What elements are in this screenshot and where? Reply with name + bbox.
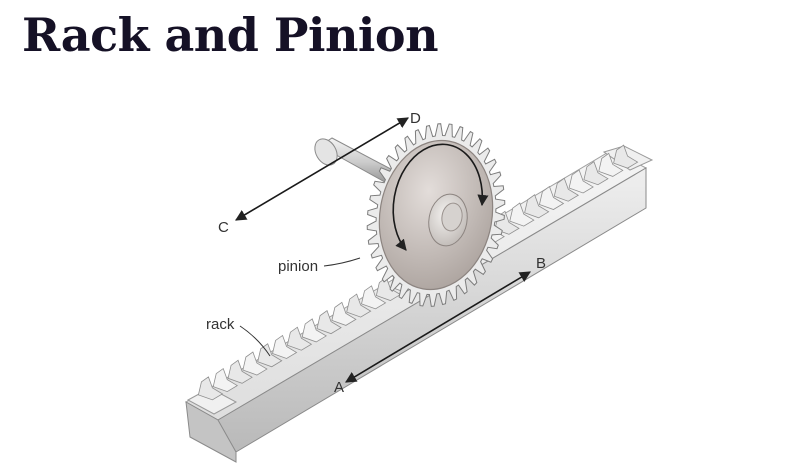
arrow-c-d (235, 117, 409, 221)
pinion-leader-line (323, 257, 361, 267)
rack-tooth (538, 185, 565, 210)
page-title: Rack and Pinion (22, 8, 439, 62)
rack-tooth (613, 144, 639, 169)
rack-leader-line (239, 325, 271, 357)
rack-tooth (598, 152, 624, 177)
arrow-a-b (345, 271, 531, 383)
rack-tooth (524, 194, 550, 219)
label-d: D (410, 110, 421, 127)
rack-tooth (583, 161, 609, 186)
rack-tooth (316, 310, 342, 335)
rack-tooth (286, 326, 313, 351)
label-c: C (218, 219, 229, 236)
rack-tooth (227, 359, 253, 384)
rack-tooth (301, 318, 327, 343)
rack-tooth (509, 202, 535, 227)
rack-tooth (197, 376, 224, 401)
label-pinion: pinion (278, 258, 318, 275)
label-a: A (334, 379, 344, 396)
rack-tooth (568, 169, 594, 194)
rack-tooth (272, 334, 298, 359)
rack-tooth (242, 351, 268, 376)
rack-tooth (212, 367, 239, 393)
rack-tooth (553, 177, 580, 202)
label-rack: rack (206, 316, 235, 333)
label-b: B (536, 255, 546, 272)
rack-end-face (185, 401, 237, 463)
